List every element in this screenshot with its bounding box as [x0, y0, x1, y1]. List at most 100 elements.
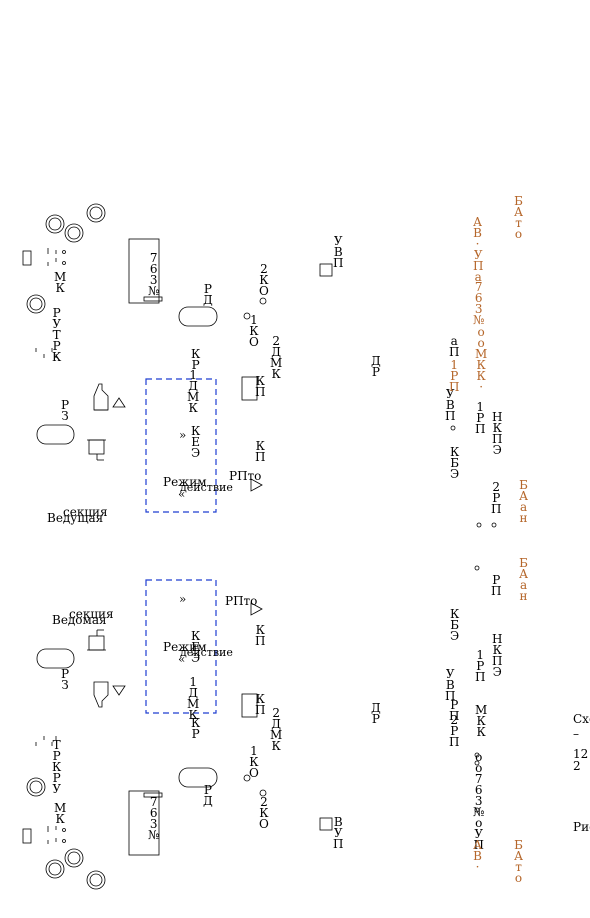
stack-char: А — [473, 838, 483, 852]
stack-char: т — [515, 860, 522, 874]
stack-char: 2 — [272, 334, 280, 348]
stack-char: М — [187, 697, 200, 711]
stack-char: М — [475, 347, 488, 361]
wheel — [45, 859, 65, 879]
stack-char: Р — [203, 783, 212, 797]
stack-char: 6 — [149, 262, 158, 276]
terminal — [22, 828, 32, 844]
stack-char: А — [519, 567, 529, 581]
stack-char: З — [61, 409, 69, 423]
stack-char: 1 — [250, 313, 258, 327]
stack-char: П — [449, 735, 460, 749]
stack-char: К — [188, 401, 198, 415]
stack-char: М — [270, 728, 283, 742]
switch-box — [36, 648, 75, 669]
stack-char: Д — [203, 293, 213, 307]
stack-char: Р — [371, 712, 380, 726]
stack-char: К — [188, 708, 198, 722]
stack-char: Д — [271, 717, 282, 731]
stack-char: Б — [514, 194, 523, 208]
stack-char: У — [333, 826, 343, 840]
stack-char: 2 — [492, 480, 501, 494]
stack-char: № — [148, 284, 160, 298]
stack-char: В — [473, 226, 482, 240]
stack-char: П — [449, 709, 460, 723]
stack-char: Р — [61, 398, 70, 412]
stack-char: П — [492, 432, 503, 446]
mode-frame-top — [145, 378, 217, 513]
stack-char: У — [445, 387, 455, 401]
stack-char: П — [475, 422, 486, 436]
stack-char: П — [445, 689, 456, 703]
stack-char: Е — [191, 435, 201, 449]
stack-char: Д — [188, 686, 199, 700]
stack-char: В — [445, 678, 455, 692]
stack-char: 3 — [149, 817, 158, 831]
stack-char: П — [491, 584, 502, 598]
wheel — [26, 777, 46, 797]
stack-char: К — [255, 374, 265, 388]
stack-char: К — [271, 739, 281, 753]
stack-char: В — [473, 849, 482, 863]
stack-char: К — [450, 445, 460, 459]
stack-char: № — [473, 805, 485, 819]
stack-char: Н — [492, 632, 503, 646]
stack-char: 2 — [260, 795, 268, 809]
stack-char: П — [333, 837, 344, 851]
stack-char: Д — [203, 794, 213, 808]
stack-char: П — [491, 502, 502, 516]
stack-char: М — [475, 703, 488, 717]
stack-char: Р — [476, 411, 485, 425]
stack-char: М — [54, 270, 67, 284]
stack-char: К — [476, 714, 486, 728]
stack-char: 7 — [474, 772, 483, 786]
contactor — [241, 376, 258, 401]
stack-char: о — [514, 227, 523, 241]
stack-char: К — [255, 623, 265, 637]
stack-char: 1 — [450, 358, 459, 372]
switch-box — [178, 306, 218, 327]
stack-char: · — [479, 380, 484, 394]
stack-char: Р — [450, 369, 459, 383]
stack-char: В — [333, 815, 343, 829]
meter — [88, 635, 105, 651]
stack-char: К — [255, 439, 265, 453]
label-rezhim-bottom: Режим — [163, 640, 207, 654]
label-guillemet-close-top: » — [179, 428, 187, 442]
stack-char: А — [514, 205, 524, 219]
stack-char: о — [475, 816, 483, 830]
stack-char: К — [492, 643, 502, 657]
stack-char: Р — [476, 659, 485, 673]
stack-char: Р — [52, 749, 61, 763]
stack-char: У — [52, 782, 61, 796]
stack-char: 7 — [149, 795, 158, 809]
relay-box — [319, 263, 333, 277]
stack-char: У — [474, 827, 484, 841]
stack-char: Е — [191, 640, 201, 654]
label-guillemet-open-top: « — [178, 487, 186, 501]
stack-char: П — [473, 259, 484, 273]
stack-char: О — [249, 766, 259, 780]
stack-char: У — [473, 248, 483, 262]
stack-char: К — [249, 324, 259, 338]
stack-char: П — [475, 670, 486, 684]
